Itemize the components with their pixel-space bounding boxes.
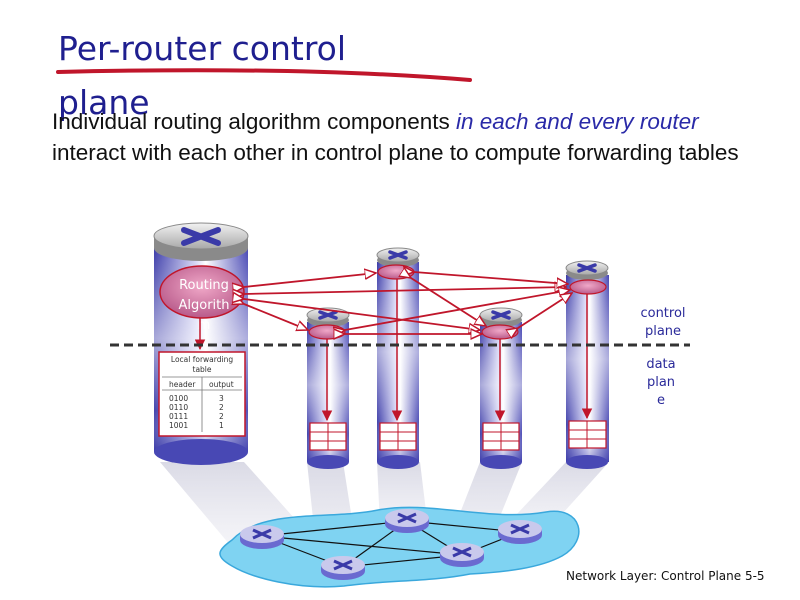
forwarding-table-header-cell: 0111 bbox=[169, 412, 188, 421]
data-plane-label: e bbox=[657, 393, 665, 408]
routing-algorithm-label: Routing bbox=[179, 278, 229, 293]
physical-network bbox=[219, 506, 580, 588]
forwarding-table bbox=[568, 420, 607, 449]
network-router-icon bbox=[238, 523, 286, 551]
network-router-icon bbox=[438, 541, 486, 569]
network-router-icon bbox=[496, 518, 544, 546]
control-plane-label: control bbox=[640, 306, 685, 321]
slide-subtitle: Individual routing algorithm components … bbox=[52, 106, 762, 168]
routing-algorithm-oval bbox=[481, 324, 519, 340]
routing-algorithm-label: m bbox=[198, 318, 211, 333]
forwarding-table-title: Local forwarding bbox=[171, 355, 233, 364]
subtitle-text-2: interact with each other in control plan… bbox=[52, 140, 739, 165]
data-plane-label: data bbox=[646, 357, 675, 372]
control-plane-messages bbox=[244, 272, 572, 334]
forwarding-table-header-cell: 1001 bbox=[169, 421, 188, 430]
network-router-icon bbox=[319, 554, 367, 582]
router-4 bbox=[479, 307, 523, 469]
subtitle-emphasis: in each and every router bbox=[455, 109, 699, 134]
forwarding-table-title: table bbox=[193, 365, 212, 374]
routing-algorithm-label: Algorith bbox=[178, 298, 229, 313]
routing-algorithm-oval bbox=[308, 324, 346, 340]
slide-title: Per-router control plane bbox=[58, 29, 347, 122]
slide-footer: Network Layer: Control Plane 5-5 bbox=[566, 569, 765, 583]
title-underline bbox=[56, 68, 472, 82]
forwarding-table-header-cell: 0110 bbox=[169, 403, 188, 412]
router-cross-icon bbox=[577, 263, 597, 273]
router-5 bbox=[565, 260, 609, 469]
forwarding-table bbox=[482, 422, 520, 451]
router-cross-icon bbox=[181, 227, 221, 246]
router-3 bbox=[376, 247, 420, 469]
data-plane-label: plan bbox=[647, 375, 675, 390]
forwarding-table-output-cell: 2 bbox=[219, 412, 224, 421]
network-router-icon bbox=[383, 507, 431, 535]
forwarding-table-header: header bbox=[169, 380, 196, 389]
forwarding-table-header-cell: 0100 bbox=[169, 394, 188, 403]
forwarding-table-output-cell: 2 bbox=[219, 403, 224, 412]
routing-algorithm-oval bbox=[569, 279, 607, 295]
forwarding-table bbox=[309, 422, 347, 451]
local-forwarding-table: Local forwarding table header output 010… bbox=[158, 351, 246, 437]
forwarding-table-header: output bbox=[209, 380, 234, 389]
control-plane-label: plane bbox=[645, 324, 681, 339]
forwarding-table bbox=[379, 422, 417, 451]
router-1: Routing Algorith m Local forwarding tabl… bbox=[153, 222, 249, 465]
router-2 bbox=[306, 307, 350, 469]
router-cross-icon bbox=[388, 250, 408, 260]
forwarding-table-output-cell: 1 bbox=[219, 421, 224, 430]
routing-algorithm-oval bbox=[377, 264, 415, 280]
subtitle-text-1: Individual routing algorithm components bbox=[52, 109, 456, 134]
forwarding-table-output-cell: 3 bbox=[219, 394, 224, 403]
